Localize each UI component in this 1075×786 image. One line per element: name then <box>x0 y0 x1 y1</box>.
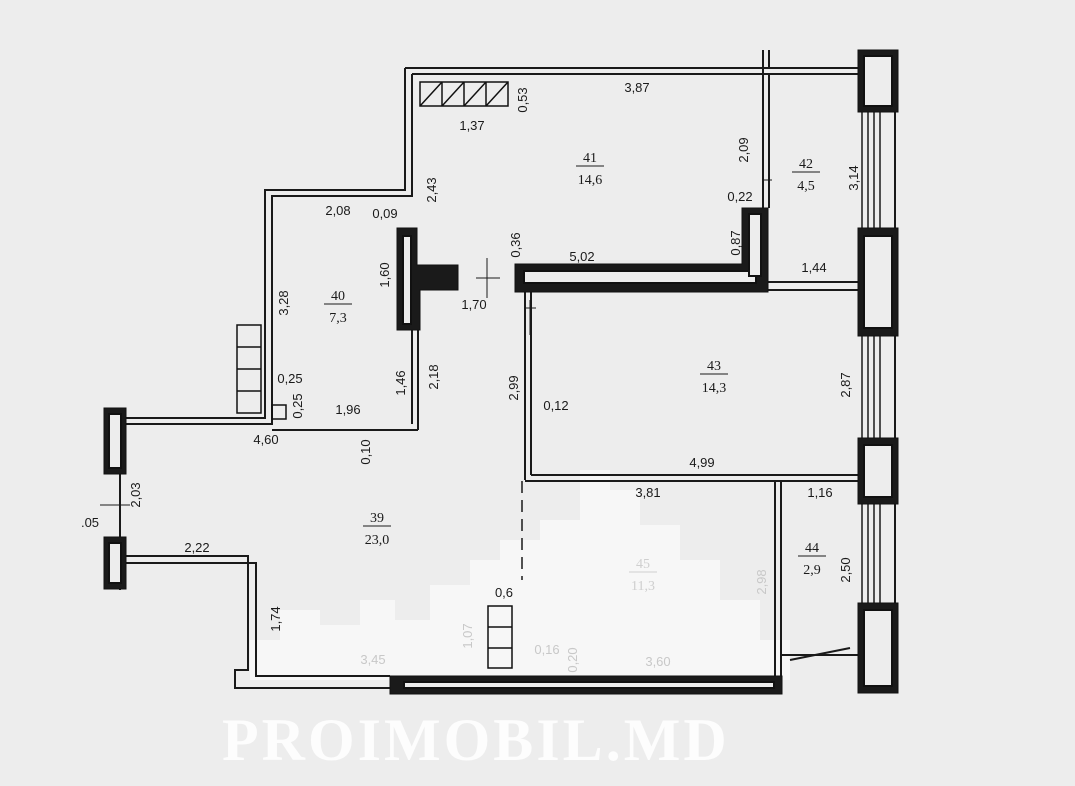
room-number: 42 <box>799 157 813 172</box>
dimension-label: 2,18 <box>426 364 441 389</box>
dimension-label: 2,43 <box>424 177 439 202</box>
dimension-label: 0,53 <box>515 87 530 112</box>
dimension-label: .05 <box>81 515 99 530</box>
dimension-label: 3,60 <box>645 654 670 669</box>
dimension-label: 3,28 <box>276 290 291 315</box>
dimension-label: 1,70 <box>461 297 486 312</box>
dimension-label: 0,36 <box>508 232 523 257</box>
dimension-ticks <box>100 179 772 506</box>
room-area: 2,9 <box>803 563 821 578</box>
room-area: 23,0 <box>365 533 390 548</box>
dimension-label: 2,03 <box>128 482 143 507</box>
dimension-label: 1,60 <box>377 262 392 287</box>
room-label: 41 14,6 <box>576 151 604 188</box>
dimension-label: 0,6 <box>495 585 513 600</box>
dimension-label: 0,16 <box>534 642 559 657</box>
room-number: 44 <box>805 541 819 556</box>
room-label: 407,3 <box>324 289 352 326</box>
room-area: 4,5 <box>797 179 815 194</box>
room-number: 40 <box>331 289 345 304</box>
dimension-label: 0,12 <box>543 398 568 413</box>
dimension-label: 1,96 <box>335 402 360 417</box>
dimension-label: 3,81 <box>635 485 660 500</box>
dimension-label: 1,16 <box>807 485 832 500</box>
room-area: 14,3 <box>702 381 727 396</box>
room-area: 14,6 <box>578 173 603 188</box>
room-number: 41 <box>583 151 597 166</box>
dimension-label: 2,09 <box>736 137 751 162</box>
dimension-label: 2,50 <box>838 557 853 582</box>
dimension-label: 0,20 <box>565 647 580 672</box>
room-label: 39 23,0 <box>363 511 391 548</box>
dimension-label: 5,02 <box>569 249 594 264</box>
dimension-label: 0,25 <box>290 393 305 418</box>
room-label: 442,9 <box>798 541 826 578</box>
room-number: 39 <box>370 511 384 526</box>
room-area: 7,3 <box>329 311 347 326</box>
dimension-labels: 1,37 0,53 3,87 2,09 3,14 2,08 0,09 2,43 0,22 1,60… <box>81 80 861 673</box>
dimension-label: 4,99 <box>689 455 714 470</box>
vent-blocks <box>236 81 513 669</box>
walls-thin <box>119 50 896 690</box>
room-area: 11,3 <box>631 579 655 594</box>
dimension-label: 0,10 <box>358 439 373 464</box>
dimension-label: 1,74 <box>268 606 283 631</box>
dimension-label: 2,08 <box>325 203 350 218</box>
dimension-label: 2,98 <box>754 569 769 594</box>
skyline-watermark <box>250 470 790 680</box>
watermark-text: PROIMOBIL.MD <box>222 707 730 773</box>
dimension-label: 1,44 <box>801 260 826 275</box>
dimension-label: 3,87 <box>624 80 649 95</box>
dimension-label: 0,87 <box>728 230 743 255</box>
dimension-label: 1,07 <box>460 623 475 648</box>
dimension-label: 3,14 <box>846 165 861 190</box>
room-number: 43 <box>707 359 721 374</box>
room-number: 45 <box>636 557 650 572</box>
dimension-label: 0,09 <box>372 206 397 221</box>
dimension-label: 4,60 <box>253 432 278 447</box>
room-label: 424,5 <box>792 157 820 194</box>
dimension-label: 2,99 <box>506 375 521 400</box>
dimension-label: 3,45 <box>360 652 385 667</box>
room-label: 43 14,3 <box>700 359 728 396</box>
room-label: 45 11,3 <box>629 557 657 594</box>
dimension-label: 1,37 <box>459 118 484 133</box>
dimension-label: 2,22 <box>184 540 209 555</box>
walls-thick <box>103 49 899 695</box>
dimension-label: 2,87 <box>838 372 853 397</box>
dimension-label: 1,46 <box>393 370 408 395</box>
dimension-label: 0,22 <box>727 189 752 204</box>
dimension-label: 0,25 <box>277 371 302 386</box>
